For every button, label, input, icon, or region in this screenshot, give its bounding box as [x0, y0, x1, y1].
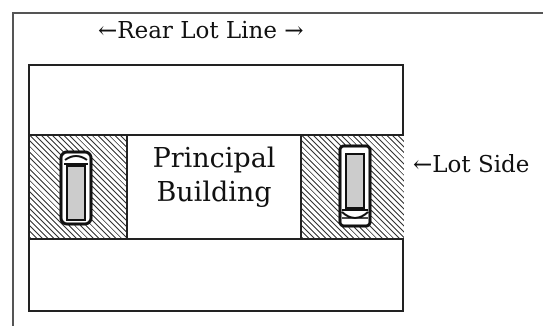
left-side-yard — [30, 136, 128, 238]
parked-car-icon — [338, 144, 372, 228]
building-band: Principal Building — [30, 134, 404, 240]
lot-outline: Principal Building — [28, 64, 404, 312]
building-label-line2: Building — [156, 177, 272, 208]
building-label-line1: Principal — [152, 143, 276, 174]
rear-lot-line-label: ←Rear Lot Line → — [98, 18, 304, 44]
frame-top-border — [12, 12, 543, 14]
right-side-yard — [300, 136, 404, 238]
frame-left-border — [12, 12, 14, 326]
principal-building-label: Principal Building — [128, 142, 300, 210]
lot-side-label: ←Lot Side — [413, 152, 530, 178]
parked-car-icon — [59, 150, 93, 226]
